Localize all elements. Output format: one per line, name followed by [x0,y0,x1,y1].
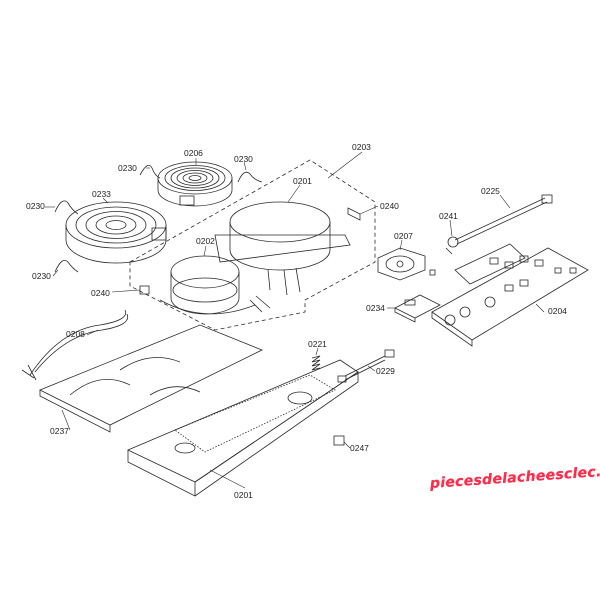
callout-0207: 0207 [394,231,413,241]
callout-0230-d: 0230 [32,271,51,281]
spring-0221 [311,355,321,371]
base-housing-0201 [127,359,359,497]
sensor-clip-0240-a [347,207,361,221]
induction-coil-0201 [214,201,351,296]
callout-0230-b: 0230 [234,154,253,164]
callout-0233: 0233 [92,189,111,199]
callout-labels: 0203 0206 0230 0230 0230 0230 0233 0201 … [26,142,567,500]
clamp-0230-d [54,259,79,273]
callout-0202: 0202 [196,236,215,246]
callout-0240-a: 0240 [380,201,399,211]
callout-0206: 0206 [184,148,203,158]
callout-0204: 0204 [548,306,567,316]
callout-0230-c: 0230 [26,201,45,211]
callout-0241: 0241 [439,211,458,221]
callout-0201-bottom: 0201 [234,490,253,500]
fan-0207 [377,247,436,281]
shield-plate-0237 [39,324,263,433]
hotplate-small-0206 [157,161,233,207]
clamp-0230-a [139,164,161,179]
callout-0203: 0203 [352,142,371,152]
sensor-clip-0240-b [139,285,150,295]
callout-0230-a: 0230 [118,163,137,173]
power-board-0204 [431,243,589,347]
connector-0247 [333,435,345,446]
callout-0225: 0225 [481,186,500,196]
control-board-0234 [394,294,441,323]
leader-lines [45,151,545,489]
callout-0221: 0221 [308,339,327,349]
callout-0208: 0208 [66,329,85,339]
callout-0247: 0247 [350,443,369,453]
cable-harness-0208 [21,309,129,381]
callout-0229: 0229 [376,366,395,376]
callout-0240-b: 0240 [91,288,110,298]
callout-0237: 0237 [50,426,69,436]
assembly-dashed-outline [129,159,376,331]
rod-0225 [454,194,553,245]
callout-0234: 0234 [366,303,385,313]
clamp-0230-c [54,200,79,215]
clamp-0230-b [237,171,263,183]
induction-coil-0202 [159,255,271,315]
hotplate-large-0233 [65,201,167,264]
callout-0201-top: 0201 [293,176,312,186]
fitting-0241 [445,236,459,255]
